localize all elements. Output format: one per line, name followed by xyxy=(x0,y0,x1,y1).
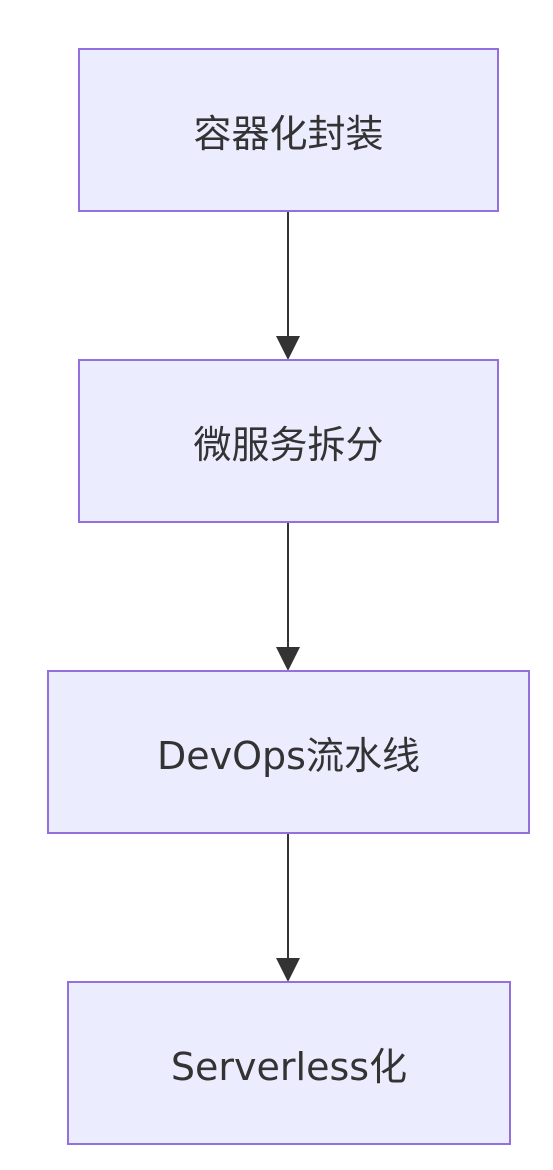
edge-1-to-2 xyxy=(276,212,300,360)
node-label: 微服务拆分 xyxy=(193,422,384,467)
edge-3-to-4 xyxy=(276,834,300,982)
node-devops-pipeline: DevOps流水线 xyxy=(47,670,530,834)
node-containerization: 容器化封装 xyxy=(78,48,499,212)
arrowhead-icon xyxy=(276,336,300,360)
arrowhead-icon xyxy=(276,647,300,671)
node-label: DevOps流水线 xyxy=(157,733,420,778)
node-label: Serverless化 xyxy=(170,1044,408,1089)
node-microservices: 微服务拆分 xyxy=(78,359,499,523)
edge-2-to-3 xyxy=(276,523,300,671)
node-label: 容器化封装 xyxy=(193,111,384,156)
arrowhead-icon xyxy=(276,958,300,982)
node-serverless: Serverless化 xyxy=(67,981,511,1145)
